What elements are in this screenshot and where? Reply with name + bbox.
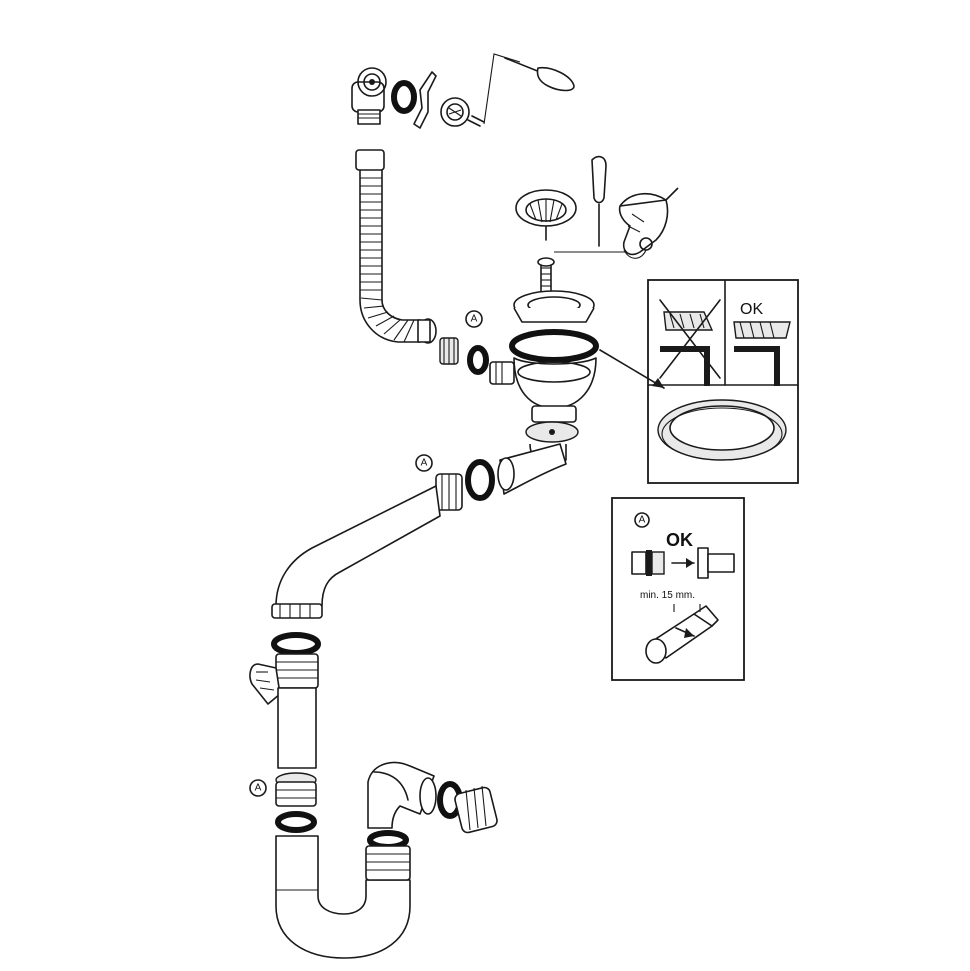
outlet-elbow (271, 443, 567, 619)
hand-icon (618, 187, 679, 259)
strainer-body (509, 257, 599, 443)
overflow-hose (355, 149, 437, 344)
screwdriver-top (483, 53, 575, 125)
marker-a-3: A (249, 779, 267, 797)
seal-pointer-arrow (599, 349, 665, 389)
strainer-basket (515, 189, 577, 241)
insertion-detail-inset: A OK min. 15 mm. (611, 497, 745, 681)
svg-text:A: A (421, 458, 428, 469)
seal-detail-inset: OK (647, 279, 799, 484)
svg-text:min. 15 mm.: min. 15 mm. (640, 590, 695, 601)
trap-assembly (275, 772, 411, 959)
svg-text:A: A (639, 515, 646, 526)
svg-text:OK: OK (666, 530, 693, 550)
outlet-bend (367, 761, 498, 834)
marker-a-2: A (415, 454, 433, 472)
overflow-head (351, 67, 485, 129)
svg-text:A: A (471, 314, 478, 325)
svg-text:OK: OK (740, 301, 763, 318)
overflow-connector (439, 337, 515, 385)
tee-and-tube (249, 632, 321, 769)
marker-a-1: A (465, 310, 483, 328)
svg-text:A: A (255, 783, 262, 794)
